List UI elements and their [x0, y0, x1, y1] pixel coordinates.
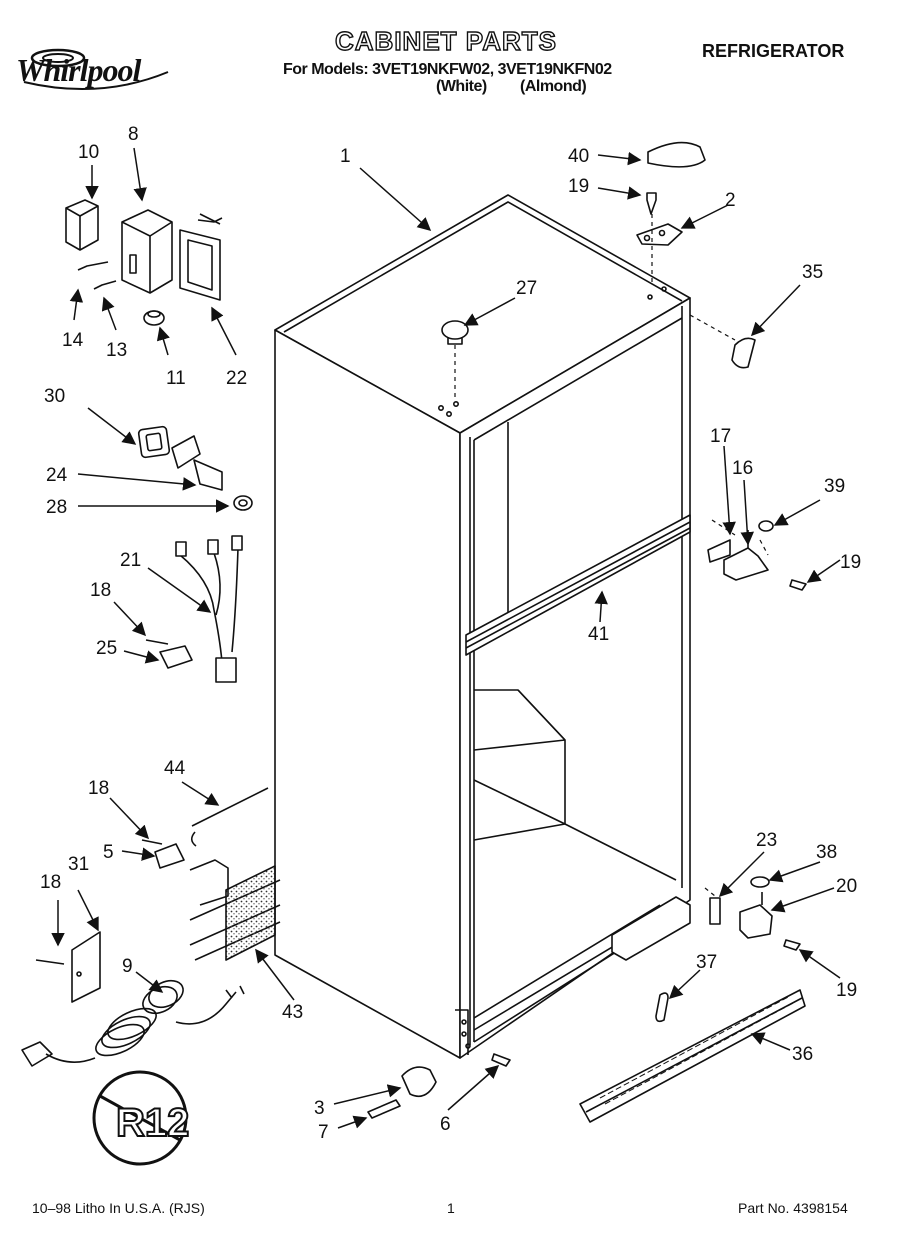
- insulation-pad: [225, 865, 276, 961]
- hinge-cover: [647, 141, 706, 168]
- callout-38: 38: [816, 842, 837, 863]
- callout-24: 24: [46, 465, 68, 486]
- callout-35: 35: [802, 262, 823, 283]
- condenser-tube: [191, 787, 269, 827]
- leveling-leg: [401, 1066, 437, 1098]
- bottom-hinge-washer: [750, 876, 770, 888]
- callout-19-top: 19: [568, 176, 589, 197]
- screw-center-hinge: [789, 579, 807, 591]
- hinge-washer: [758, 520, 774, 532]
- harness-clamp: [159, 645, 193, 669]
- grommet: [143, 310, 165, 326]
- callout-39: 39: [824, 476, 845, 497]
- compressor-cover: [121, 209, 173, 294]
- relay: [65, 199, 99, 251]
- callout-44: 44: [164, 758, 186, 779]
- leader-lines: [51, 147, 841, 1129]
- variant-white: (White): [436, 78, 487, 95]
- callout-3: 3: [314, 1098, 325, 1119]
- refrigerant-symbol: [92, 1070, 188, 1166]
- callout-30: 30: [44, 386, 65, 407]
- callout-17: 17: [710, 426, 731, 447]
- mullion-bar: [465, 514, 691, 656]
- callout-19-bottom: 19: [836, 980, 857, 1001]
- callout-labels: 1 2 3 5 6 7 8 9 10 11 13 14 16 17 18 18 …: [40, 124, 861, 1146]
- callout-11: 11: [166, 368, 186, 389]
- screw-top-hinge: [646, 192, 657, 215]
- callout-22: 22: [226, 368, 247, 389]
- callout-41: 41: [588, 624, 609, 645]
- page-title: CABINET PARTS: [334, 25, 557, 56]
- callout-10: 10: [78, 142, 99, 163]
- callout-16: 16: [732, 458, 753, 479]
- wire-harness: [179, 554, 223, 663]
- callout-18-middle: 18: [88, 778, 109, 799]
- callout-2: 2: [725, 190, 736, 211]
- bottom-screw: [491, 1053, 511, 1067]
- callout-7: 7: [318, 1122, 329, 1143]
- power-cord: [21, 979, 245, 1067]
- callout-8: 8: [128, 124, 139, 145]
- tube-clamp: [154, 843, 185, 869]
- callout-28: 28: [46, 497, 67, 518]
- leg-pin: [367, 1099, 401, 1119]
- callout-27: 27: [516, 278, 537, 299]
- hinge-pin-cap: [731, 337, 756, 369]
- callout-13: 13: [106, 340, 127, 361]
- product-type: REFRIGERATOR: [702, 41, 845, 61]
- screw-14: [77, 261, 109, 271]
- callout-23: 23: [756, 830, 777, 851]
- access-cover: [71, 931, 101, 1003]
- callout-36: 36: [792, 1044, 813, 1065]
- print-info: 10–98 Litho In U.S.A. (RJS): [32, 1200, 205, 1216]
- hinge-spacer: [707, 539, 731, 563]
- screw-18-upper: [145, 639, 169, 645]
- toe-grille: [579, 989, 806, 1123]
- screw-18-middle: [141, 839, 163, 845]
- switch-bezel: [137, 425, 171, 459]
- models-line: For Models: 3VET19NKFW02, 3VET19NKFN02: [283, 61, 612, 78]
- callout-31: 31: [68, 854, 89, 875]
- screw-13: [93, 280, 117, 290]
- callout-5: 5: [103, 842, 114, 863]
- hinge-shim: [709, 897, 721, 925]
- screw-18-lower: [35, 959, 65, 965]
- bottom-hinge: [739, 904, 773, 939]
- callout-14: 14: [62, 330, 84, 351]
- callout-40: 40: [568, 146, 589, 167]
- switch-nut: [233, 495, 253, 511]
- variant-almond: (Almond): [520, 78, 587, 95]
- callout-25: 25: [96, 638, 117, 659]
- brand-logo-swirl: [23, 48, 169, 91]
- grille-clip: [655, 992, 669, 1023]
- callout-21: 21: [120, 550, 141, 571]
- callout-19-center: 19: [840, 552, 861, 573]
- callout-43: 43: [282, 1002, 303, 1023]
- callout-37: 37: [696, 952, 717, 973]
- cabinet-shell: [274, 194, 691, 1059]
- part-number: Part No. 4398154: [738, 1200, 848, 1216]
- light-switch: [171, 435, 201, 469]
- plug-button: [441, 320, 469, 340]
- callout-20: 20: [836, 876, 857, 897]
- callout-6: 6: [440, 1114, 451, 1135]
- callout-1: 1: [340, 146, 351, 167]
- brand-name: Whirlpool: [16, 52, 141, 88]
- page-number: 1: [447, 1200, 455, 1216]
- cover-bracket: [179, 229, 221, 301]
- callout-18-upper: 18: [90, 580, 111, 601]
- refrigerant-symbol-text: R12: [116, 1101, 189, 1145]
- callout-9: 9: [122, 956, 133, 977]
- screw-bottom-hinge: [783, 939, 801, 951]
- callout-18-lower: 18: [40, 872, 61, 893]
